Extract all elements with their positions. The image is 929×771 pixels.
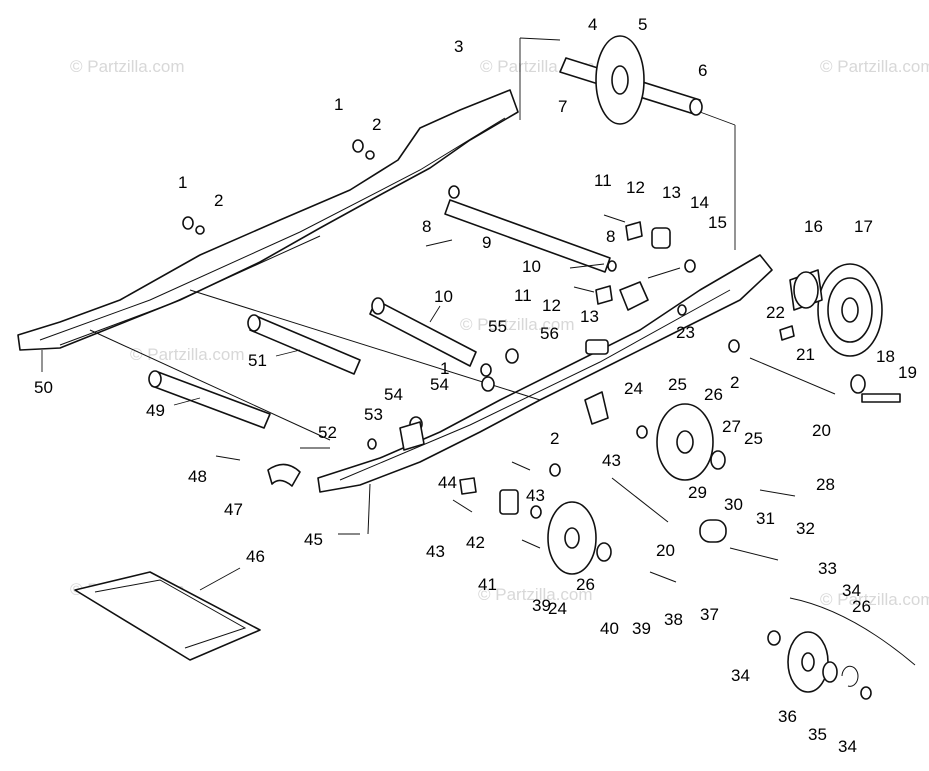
callout-label: 56 (540, 324, 559, 343)
callout-label: 26 (852, 597, 871, 616)
callout-label: 30 (724, 495, 743, 514)
rear-axle-wheel (519, 35, 736, 250)
callout-label: 10 (434, 287, 453, 306)
callout-label: 19 (898, 363, 917, 382)
watermark-text: © Partzilla.com (130, 345, 245, 364)
callout-label: 1 (334, 95, 343, 114)
callout-label: 17 (854, 217, 873, 236)
callout-label: 3 (454, 37, 463, 56)
callout-label: 43 (526, 486, 545, 505)
callout-label: 48 (188, 467, 207, 486)
right-rail (317, 254, 773, 493)
callout-label: 54 (384, 385, 403, 404)
callout-label: 5 (638, 15, 647, 34)
callout-label: 34 (838, 737, 857, 756)
wheel-26-upper (656, 403, 714, 481)
callout-label: 43 (426, 542, 445, 561)
callout-label: 11 (594, 171, 612, 190)
callout-label: 24 (548, 599, 567, 618)
callout-label: 2 (214, 191, 223, 210)
left-rail (17, 89, 519, 351)
callout-label: 8 (606, 227, 615, 246)
callout-label: 44 (438, 473, 457, 492)
callout-label: 28 (816, 475, 835, 494)
callout-label: 18 (876, 347, 895, 366)
callout-label: 11 (514, 286, 532, 305)
callout-label: 7 (558, 97, 567, 116)
callout-label: 41 (478, 575, 497, 594)
callout-label: 25 (668, 375, 687, 394)
callout-label: 13 (662, 183, 681, 202)
callout-label: 31 (756, 509, 775, 528)
skid-plate-46 (74, 567, 261, 661)
callout-label: 39 (532, 596, 551, 615)
callout-label: 22 (766, 303, 785, 322)
watermark-text: © Partzilla.com (820, 57, 929, 76)
callout-label: 52 (318, 423, 337, 442)
callout-label: 29 (688, 483, 707, 502)
callout-label: 14 (690, 193, 709, 212)
callout-label: 49 (146, 401, 165, 420)
callout-label: 24 (624, 379, 643, 398)
callout-label: 36 (778, 707, 797, 726)
callout-label: 33 (818, 559, 837, 578)
callout-label: 12 (626, 178, 645, 197)
watermark-text: © Partzilla.com (460, 315, 575, 334)
watermark-text: © Partzilla.com (70, 57, 185, 76)
callout-label: 16 (804, 217, 823, 236)
callout-label: 4 (588, 15, 597, 34)
callout-label: 32 (796, 519, 815, 538)
callout-label: 53 (364, 405, 383, 424)
callout-label: 42 (466, 533, 485, 552)
watermark-text: © Partzilla.com (820, 590, 929, 609)
callout-label: 26 (704, 385, 723, 404)
callout-label: 34 (842, 581, 861, 600)
callout-label: 27 (722, 417, 741, 436)
callout-label: 55 (488, 317, 507, 336)
bolts (182, 139, 901, 583)
watermark-text: © Partzilla.com (478, 585, 593, 604)
callout-label: 26 (576, 575, 595, 594)
wheel-26-detail (767, 597, 916, 700)
callout-label: 12 (542, 296, 561, 315)
callout-label: 34 (731, 666, 750, 685)
callout-label: 51 (248, 351, 267, 370)
callout-label: 20 (656, 541, 675, 560)
callout-label: 21 (796, 345, 815, 364)
callout-label: 37 (700, 605, 719, 624)
callout-label: 1 (440, 359, 449, 378)
callout-label: 47 (224, 500, 243, 519)
cross-shafts (89, 199, 611, 441)
callout-label: 13 (580, 307, 599, 326)
leader-lines (41, 239, 605, 535)
callout-label: 23 (676, 323, 695, 342)
callout-label: 10 (522, 257, 541, 276)
callout-label: 15 (708, 213, 727, 232)
callout-label: 38 (664, 610, 683, 629)
callout-label: 45 (304, 530, 323, 549)
wheel-26-lower (547, 501, 597, 575)
callout-label: 39 (632, 619, 651, 638)
callout-label: 54 (430, 375, 449, 394)
callout-label: 43 (602, 451, 621, 470)
callout-label: 25 (744, 429, 763, 448)
callout-labels: 1 1 1 2 2 2 2 3 4 5 6 7 8 8 9 10 10 11 1… (34, 15, 917, 756)
callout-label: 2 (730, 373, 739, 392)
callout-label: 46 (246, 547, 265, 566)
callout-label: 1 (178, 173, 187, 192)
wheel-17 (789, 263, 883, 357)
callout-label: 6 (698, 61, 707, 80)
callout-label: 20 (812, 421, 831, 440)
callout-label: 2 (372, 115, 381, 134)
callout-label: 35 (808, 725, 827, 744)
callout-label: 50 (34, 378, 53, 397)
callout-label: 40 (600, 619, 619, 638)
callout-label: 9 (482, 233, 491, 252)
callout-label: 2 (550, 429, 559, 448)
callout-label: 8 (422, 217, 431, 236)
